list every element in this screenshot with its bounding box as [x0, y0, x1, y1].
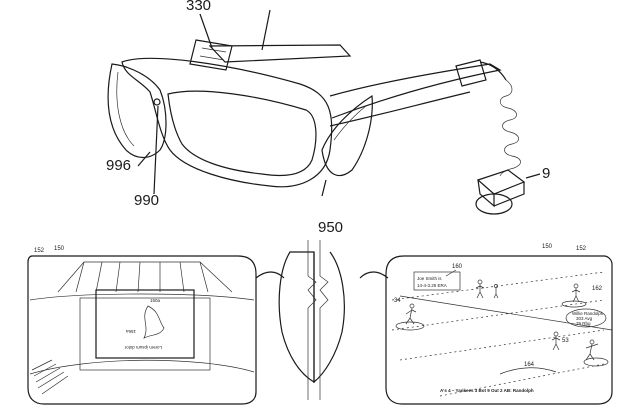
leader-line-temple-tip [137, 151, 151, 167]
right-callout [565, 308, 607, 328]
leader-line-info [445, 269, 457, 277]
break-line-left [307, 240, 317, 400]
stage-frame [79, 297, 211, 371]
screen-label-a: 150a [150, 298, 161, 303]
hinge-block [189, 39, 233, 71]
far-temple-arm [208, 44, 352, 63]
ref-player-center: 53 [562, 338, 569, 344]
ref-left-corner: 152 [34, 248, 45, 254]
ref-controller: 9 [542, 165, 550, 182]
nose-pad-left [278, 251, 315, 384]
screen-label-b: 156a [125, 329, 136, 334]
screen-caption: Lorem ipsum dolor [124, 345, 162, 350]
lens-frame [121, 57, 333, 188]
ref-temple-tip: 996 [106, 157, 131, 174]
player-left [395, 303, 425, 331]
temple-tip-detail [116, 71, 135, 147]
screen-figure [143, 305, 165, 339]
leader-line-hinge [153, 105, 159, 195]
right-callout-line-2: 303 Avg [576, 316, 593, 321]
glasses-drawing: 330 9 996 990 [106, 0, 550, 236]
ref-base: 164 [524, 362, 535, 368]
score-bar: A's 4 – Yankees 3 Bot 9 Out 2 AB: Randol… [440, 388, 534, 393]
base-arc [499, 367, 557, 375]
ref-player-left: 34 [394, 298, 401, 304]
player-batter [583, 339, 609, 367]
near-temple-arm [329, 63, 502, 119]
player-center [551, 331, 561, 351]
bridge-right [359, 271, 389, 279]
near-temple-underside [329, 91, 471, 127]
balcony-line [29, 293, 255, 301]
ear-piece [455, 59, 487, 87]
bridge-left [255, 271, 285, 279]
movie-screen [95, 289, 195, 359]
baseline [399, 295, 613, 331]
leader-line-top-right [261, 9, 271, 51]
seating-curve [29, 359, 255, 375]
right-display-panel [385, 255, 613, 405]
left-display-panel [27, 255, 257, 405]
controller-ring [475, 193, 513, 215]
ref-left-panel: 150 [54, 246, 65, 252]
player-right [561, 283, 587, 308]
camera-lens-icon [153, 98, 161, 106]
stairs [31, 359, 69, 395]
cable-start [479, 61, 507, 81]
temple-hinge-detail [333, 105, 367, 141]
info-line-2: 14-4-3.25 ERA [417, 283, 447, 288]
ref-player-right: 162 [592, 286, 603, 292]
controller-body [477, 179, 525, 208]
ref-hinge: 990 [134, 192, 159, 209]
info-box [413, 271, 461, 291]
ceiling-beams [75, 261, 209, 293]
ref-right-panel: 150 [542, 244, 553, 250]
ref-top-partial: 330 [186, 0, 211, 14]
leader-line-controller [525, 173, 541, 179]
info-line-1: Joe Smith is [417, 276, 442, 281]
temple-tip-shape [107, 63, 167, 159]
ref-bottom-partial: 950 [318, 219, 343, 236]
hinge-detail [199, 47, 227, 61]
field-texture [391, 271, 605, 397]
ref-info-box: 160 [452, 264, 463, 270]
theater-ceiling [57, 261, 233, 293]
leader-line-bottom [321, 179, 327, 197]
lens [167, 90, 317, 177]
right-callout-line-3: 79 Rbg [576, 321, 591, 326]
player-mid [475, 279, 499, 299]
controller-top [476, 169, 526, 195]
coiled-cable [499, 79, 521, 177]
nose-pad-right [313, 251, 345, 384]
break-line-right [319, 240, 329, 400]
ref-right-corner: 152 [576, 246, 587, 252]
display-view: 152 150 150a 156a Lorem ipsum dolor 150 … [27, 240, 613, 405]
right-callout-line-1: Willie Randolph [572, 311, 604, 316]
temple-hinge-piece [321, 94, 373, 177]
